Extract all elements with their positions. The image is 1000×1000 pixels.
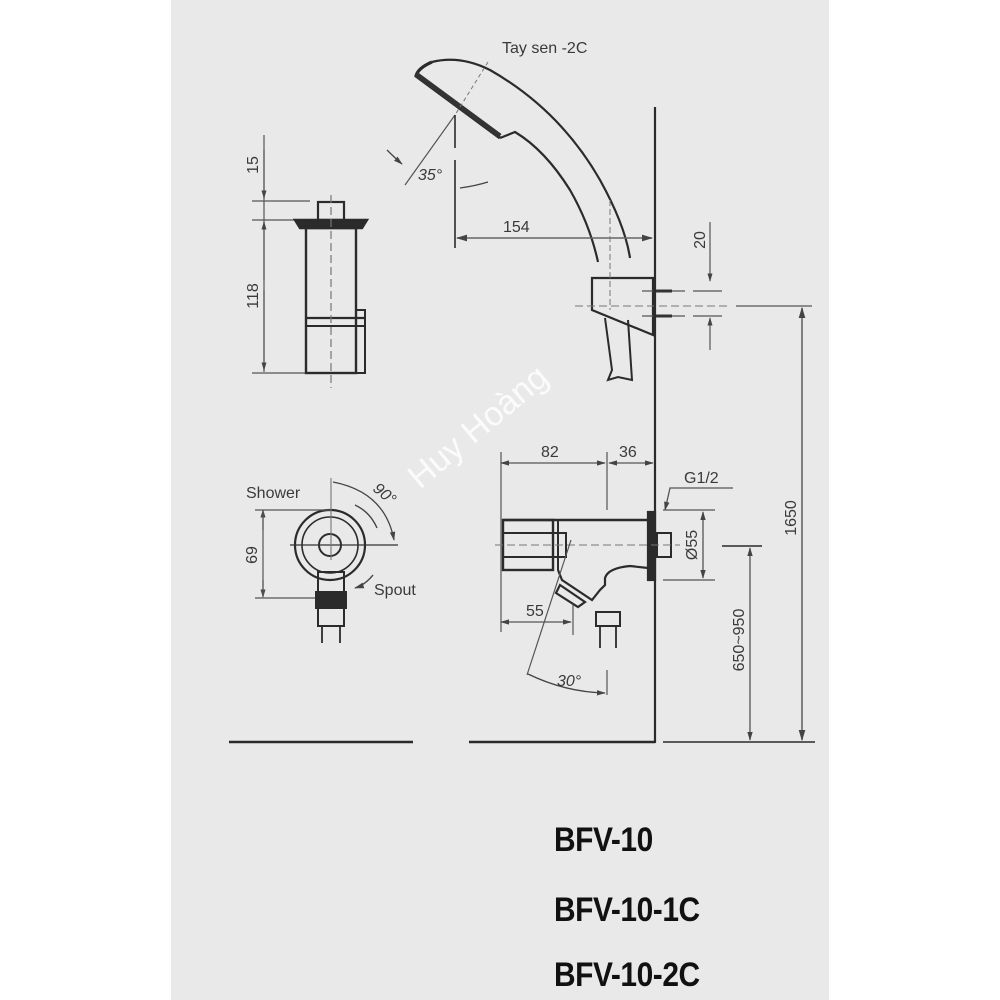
model-name-3: BFV-10-2C — [554, 956, 700, 994]
dim-118-label: 118 — [245, 283, 262, 309]
handshower-label: Tay sen -2C — [502, 40, 587, 57]
dim-154-label: 154 — [503, 219, 530, 236]
handshower-view — [386, 58, 812, 382]
model-name-1: BFV-10 — [554, 821, 653, 859]
holder-height-label: 1650 — [783, 500, 800, 536]
shower-label: Shower — [246, 485, 301, 502]
handle-front-view — [255, 478, 398, 643]
angle-35-label: 35° — [418, 167, 443, 184]
thread-label: G1/2 — [684, 470, 719, 487]
drawing-panel — [171, 0, 829, 1000]
angle-30-label: 30° — [557, 673, 582, 690]
dim-55-label: 55 — [526, 603, 544, 620]
dim-15-label: 15 — [245, 156, 262, 174]
dim-20-label: 20 — [692, 231, 709, 249]
dim-36-label: 36 — [619, 444, 637, 461]
dim-82-label: 82 — [541, 444, 559, 461]
flange-dia-label: Ø55 — [684, 530, 701, 560]
model-name-2: BFV-10-1C — [554, 891, 700, 929]
valve-side-view — [495, 306, 815, 743]
watermark-text: Huy Hoàng — [401, 358, 556, 496]
angle-90-label: 90° — [369, 480, 399, 509]
install-height-label: 650~950 — [731, 609, 748, 672]
dim-69-label: 69 — [244, 546, 261, 564]
cartridge-side-view — [252, 135, 370, 388]
spout-label: Spout — [374, 582, 416, 599]
